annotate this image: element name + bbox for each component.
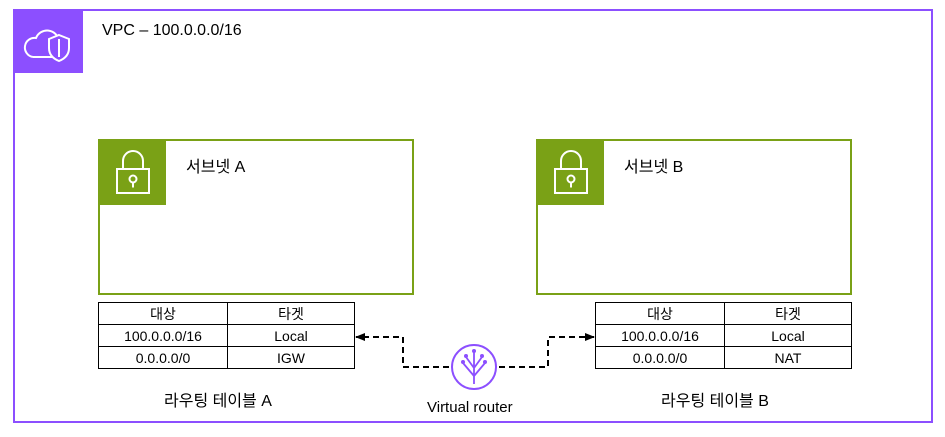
table-cell: 100.0.0.0/16 xyxy=(98,324,228,347)
subnet-a: 서브넷 A xyxy=(98,139,414,295)
table-row: 100.0.0.0/16 Local xyxy=(98,324,355,347)
table-row: 0.0.0.0/0 NAT xyxy=(595,346,852,369)
lock-icon xyxy=(538,141,604,205)
router-label: Virtual router xyxy=(427,399,513,416)
table-cell: 0.0.0.0/0 xyxy=(98,346,228,369)
table-row: 100.0.0.0/16 Local xyxy=(595,324,852,347)
route-table-a: 대상 타겟 100.0.0.0/16 Local 0.0.0.0/0 IGW xyxy=(98,302,355,369)
connector-to-route-table-b xyxy=(499,333,595,368)
table-row: 0.0.0.0/0 IGW xyxy=(98,346,355,369)
table-cell: NAT xyxy=(724,346,852,369)
route-table-a-caption: 라우팅 테이블 A xyxy=(164,393,272,410)
subnet-b: 서브넷 B xyxy=(536,139,852,295)
table-header: 타겟 xyxy=(227,302,355,325)
connector-to-route-table-a xyxy=(355,333,449,368)
route-table-b-caption: 라우팅 테이블 B xyxy=(661,393,769,410)
cloud-shield-icon xyxy=(15,11,83,73)
table-header: 대상 xyxy=(98,302,228,325)
vpc-label: VPC – 100.0.0.0/16 xyxy=(102,22,242,39)
router-icon xyxy=(451,344,497,390)
table-header-row: 대상 타겟 xyxy=(98,302,355,325)
route-table-b: 대상 타겟 100.0.0.0/16 Local 0.0.0.0/0 NAT xyxy=(595,302,852,369)
subnet-b-label: 서브넷 B xyxy=(624,159,684,176)
lock-icon xyxy=(100,141,166,205)
subnet-a-label: 서브넷 A xyxy=(186,159,246,176)
table-cell: 0.0.0.0/0 xyxy=(595,346,725,369)
table-cell: IGW xyxy=(227,346,355,369)
table-header-row: 대상 타겟 xyxy=(595,302,852,325)
table-cell: Local xyxy=(724,324,852,347)
vpc-group: VPC – 100.0.0.0/16 xyxy=(13,9,933,423)
